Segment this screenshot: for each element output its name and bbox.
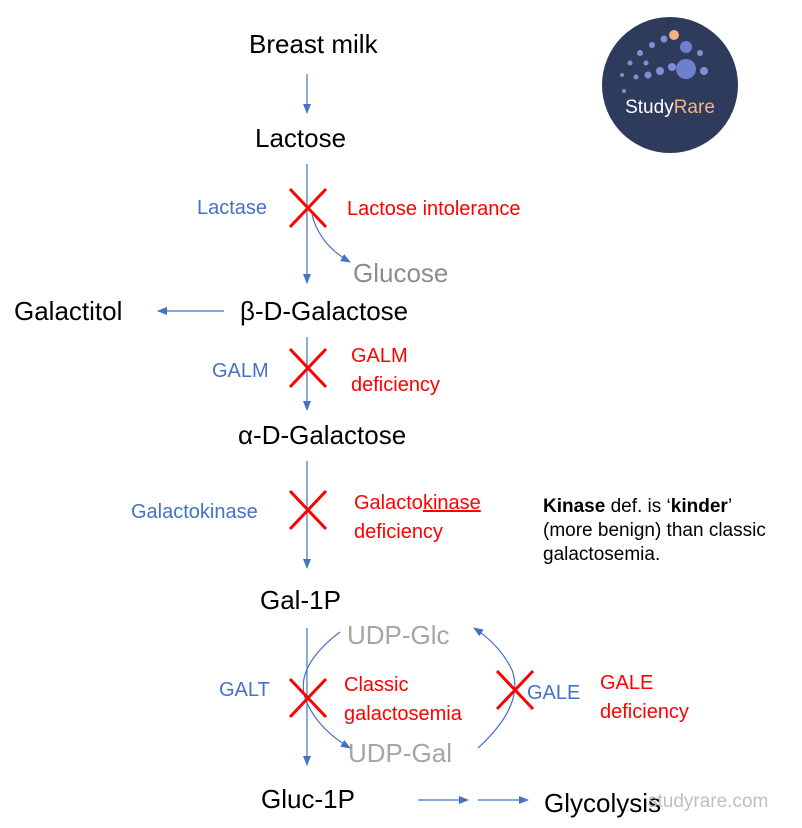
metabolite-lactose: Lactose xyxy=(255,123,347,153)
arrow-udpgal-to-udpglc xyxy=(473,627,516,749)
disorder-gale-line1: GALE xyxy=(600,672,654,694)
disorder-lactose-intolerance: Lactose intolerance xyxy=(347,198,521,220)
metabolite-udp-glc: UDP-Glc xyxy=(347,620,450,650)
disorder-classic-line2: galactosemia xyxy=(344,703,462,725)
metabolite-beta-d-galactose: β-D-Galactose xyxy=(240,296,409,326)
metabolite-glycolysis: Glycolysis xyxy=(544,788,662,818)
disorder-galm-line2: deficiency xyxy=(351,374,440,396)
note-part2: ’ (more benign) than classic galactosemi… xyxy=(543,496,766,565)
metabolite-gal-1p: Gal-1P xyxy=(260,585,341,615)
block-cross-gale xyxy=(495,669,535,711)
block-cross-galt xyxy=(288,677,328,719)
metabolite-galactitol: Galactitol xyxy=(14,296,123,326)
note-kinase-bold: Kinase xyxy=(543,496,606,517)
disorder-gale-line2: deficiency xyxy=(600,701,689,723)
disorder-galactokinase-line1: Galactokinase xyxy=(354,493,481,513)
disorder-classic-line1: Classic xyxy=(344,674,409,696)
logo-circle xyxy=(602,17,738,153)
kinase-note: Kinase def. is ‘kinder’ (more benign) th… xyxy=(543,495,783,567)
watermark: studyrare.com xyxy=(648,791,769,812)
block-cross-lactase xyxy=(288,187,328,229)
enzyme-galactokinase: Galactokinase xyxy=(131,501,258,523)
enzyme-gale: GALE xyxy=(527,682,581,704)
enzyme-lactase: Lactase xyxy=(197,197,268,219)
enzyme-galm: GALM xyxy=(212,360,269,382)
metabolite-breast-milk: Breast milk xyxy=(249,29,378,59)
metabolite-glucose: Glucose xyxy=(353,258,449,288)
note-kinder-bold: kinder xyxy=(670,496,728,517)
enzyme-galt: GALT xyxy=(219,679,270,701)
metabolite-gluc-1p: Gluc-1P xyxy=(261,784,355,814)
note-part1: def. is ‘ xyxy=(605,496,671,517)
arrow-to-glucose xyxy=(311,214,351,263)
studyrare-logo: StudyRare xyxy=(602,17,738,153)
galactokinase-underlined: kinase xyxy=(422,492,481,514)
block-cross-galactokinase xyxy=(288,489,328,531)
logo-wordmark: StudyRare xyxy=(602,97,738,119)
arrow-udpglc-to-udpgal xyxy=(302,631,351,749)
logo-rare: Rare xyxy=(673,97,715,118)
logo-study: Study xyxy=(625,97,674,118)
metabolite-udp-gal: UDP-Gal xyxy=(348,738,453,768)
block-cross-galm xyxy=(288,347,328,389)
galactokinase-prefix: Galacto xyxy=(354,492,423,514)
metabolite-alpha-d-galactose: α-D-Galactose xyxy=(238,420,407,450)
disorder-galactokinase-line2: deficiency xyxy=(354,521,443,543)
disorder-galm-line1: GALM xyxy=(351,345,408,367)
